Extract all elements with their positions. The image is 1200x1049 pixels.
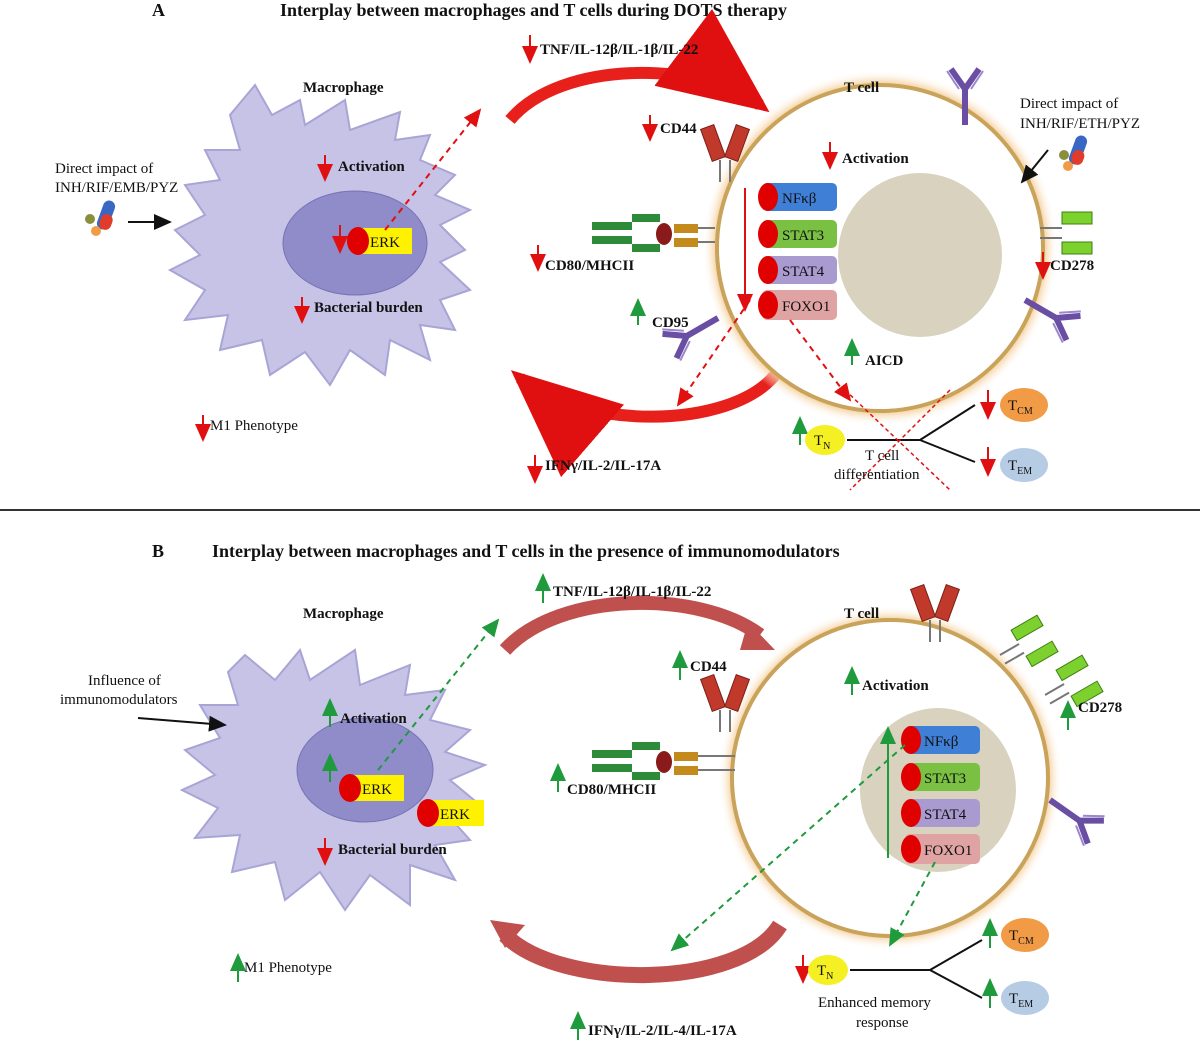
tcell-nucleus xyxy=(838,173,1002,337)
factor-stat4-b: STAT4 xyxy=(924,807,967,823)
panel-a: A Interplay between macrophages and T ce… xyxy=(55,0,1140,491)
differentiation-branch xyxy=(847,404,976,463)
memory-branch xyxy=(850,939,983,999)
cd44-label-b: CD44 xyxy=(690,659,727,675)
influence-line1: Influence of xyxy=(88,673,161,689)
panel-a-title: Interplay between macrophages and T cell… xyxy=(280,0,787,20)
drug-pills-icon xyxy=(85,200,116,236)
macrophage-activation: Activation xyxy=(338,159,405,175)
transcription-factor-stack-b: NFκβ STAT3 STAT4 FOXO1 xyxy=(901,726,980,864)
memory-line1: Enhanced memory xyxy=(818,995,931,1011)
tn-label: TN xyxy=(814,433,830,452)
tcell-label: T cell xyxy=(844,80,879,96)
tcell-signal-dashed-arrow-down-b xyxy=(889,861,936,947)
macrophage-label: Macrophage xyxy=(303,80,384,96)
factor-stat3-b: STAT3 xyxy=(924,771,966,787)
tcm-label-b: TCM xyxy=(1009,928,1034,947)
cytokine-arrow-bottom-b-head xyxy=(490,920,525,948)
factor-foxo1-b: FOXO1 xyxy=(924,843,972,859)
panel-b-title: Interplay between macrophages and T cell… xyxy=(212,541,840,561)
erk-dot xyxy=(347,227,369,255)
differentiation-line2: differentiation xyxy=(834,467,920,483)
factor-nfkb: NFκβ xyxy=(782,191,816,207)
immune-synapse xyxy=(592,214,715,252)
influence-line2: immunomodulators xyxy=(60,692,178,708)
tn-cell-b xyxy=(808,955,848,985)
factor-stat3: STAT3 xyxy=(782,228,824,244)
cytokines-bottom-b: IFNγ/IL-2/IL-4/IL-17A xyxy=(588,1023,737,1039)
erk-signal-dashed-arrow xyxy=(384,108,482,231)
drug-impact-macrophage-line2: INH/RIF/EMB/PYZ xyxy=(55,180,178,196)
bacterial-burden: Bacterial burden xyxy=(314,300,423,316)
cd95-label: CD95 xyxy=(652,315,689,331)
cytokines-top-b: TNF/IL-12β/IL-1β/IL-22 xyxy=(553,584,711,600)
panel-b-letter: B xyxy=(152,541,164,561)
erk-dot-b1 xyxy=(339,774,361,802)
aicd-label: AICD xyxy=(865,353,904,369)
differentiation-line1: T cell xyxy=(865,448,899,464)
macrophage-nucleus-b xyxy=(296,717,434,823)
factor-foxo1: FOXO1 xyxy=(782,299,830,315)
tcell-activation: Activation xyxy=(842,151,909,167)
tcell-activation-b: Activation xyxy=(862,678,929,694)
cytokine-arrow-top xyxy=(505,9,770,124)
tem-cell-b xyxy=(1001,981,1049,1015)
macrophage-label-b: Macrophage xyxy=(303,606,384,622)
drug-impact-tcell-line1: Direct impact of xyxy=(1020,96,1118,112)
influence-arrow xyxy=(137,715,227,732)
cd44-label: CD44 xyxy=(660,121,697,137)
cd80-label: CD80/MHCII xyxy=(545,258,634,274)
cytokines-bottom: IFNγ/IL-2/IL-17A xyxy=(545,458,661,474)
transcription-factor-stack: NFκβ STAT3 STAT4 FOXO1 xyxy=(758,183,837,320)
memory-line2: response xyxy=(856,1015,909,1031)
factor-nfkb-b: NFκβ xyxy=(924,734,958,750)
tem-label-b: TEM xyxy=(1009,991,1033,1010)
bacterial-burden-b: Bacterial burden xyxy=(338,842,447,858)
tcm-label: TCM xyxy=(1008,398,1033,417)
erk-dot-b2 xyxy=(417,799,439,827)
tcm-cell xyxy=(1000,388,1048,422)
m1-phenotype-b: M1 Phenotype xyxy=(244,960,332,976)
drug-impact-tcell-arrow xyxy=(1020,149,1049,184)
cytokine-arrow-top-b xyxy=(499,595,765,655)
cd278-label: CD278 xyxy=(1050,258,1094,274)
tcm-cell-b xyxy=(1001,918,1049,952)
cytokine-arrow-bottom-b xyxy=(499,920,787,984)
panel-a-letter: A xyxy=(152,0,165,20)
cytokine-arrow-bottom xyxy=(510,370,780,478)
cd80-label-b: CD80/MHCII xyxy=(567,782,656,798)
drug-pills-tcell-icon xyxy=(1059,135,1088,171)
cd278-label-b: CD278 xyxy=(1078,700,1122,716)
tn-cell xyxy=(805,425,845,455)
immune-synapse-b xyxy=(592,742,735,780)
erk-label: ERK xyxy=(370,235,400,251)
erk-label-b1: ERK xyxy=(362,782,392,798)
drug-impact-macrophage-line1: Direct impact of xyxy=(55,161,153,177)
macrophage-activation-b: Activation xyxy=(340,711,407,727)
cytokine-arrow-top-b-head xyxy=(740,622,775,650)
tcell-label-b: T cell xyxy=(844,606,879,622)
erk-label-b2: ERK xyxy=(440,807,470,823)
drug-impact-tcell-line2: INH/RIF/ETH/PYZ xyxy=(1020,116,1140,132)
tcell-signal-dashed-arrow-left-b xyxy=(670,744,906,952)
tem-label: TEM xyxy=(1008,458,1032,477)
tem-cell xyxy=(1000,448,1048,482)
factor-stat4: STAT4 xyxy=(782,264,825,280)
cytokines-top: TNF/IL-12β/IL-1β/IL-22 xyxy=(540,42,698,58)
tcell-signal-dashed-arrow-right xyxy=(789,319,852,402)
m1-phenotype: M1 Phenotype xyxy=(210,418,298,434)
tn-label-b: TN xyxy=(817,963,833,982)
panel-b: B Interplay between macrophages and T ce… xyxy=(60,541,1122,1040)
differentiation-blocked-cross xyxy=(844,389,951,491)
